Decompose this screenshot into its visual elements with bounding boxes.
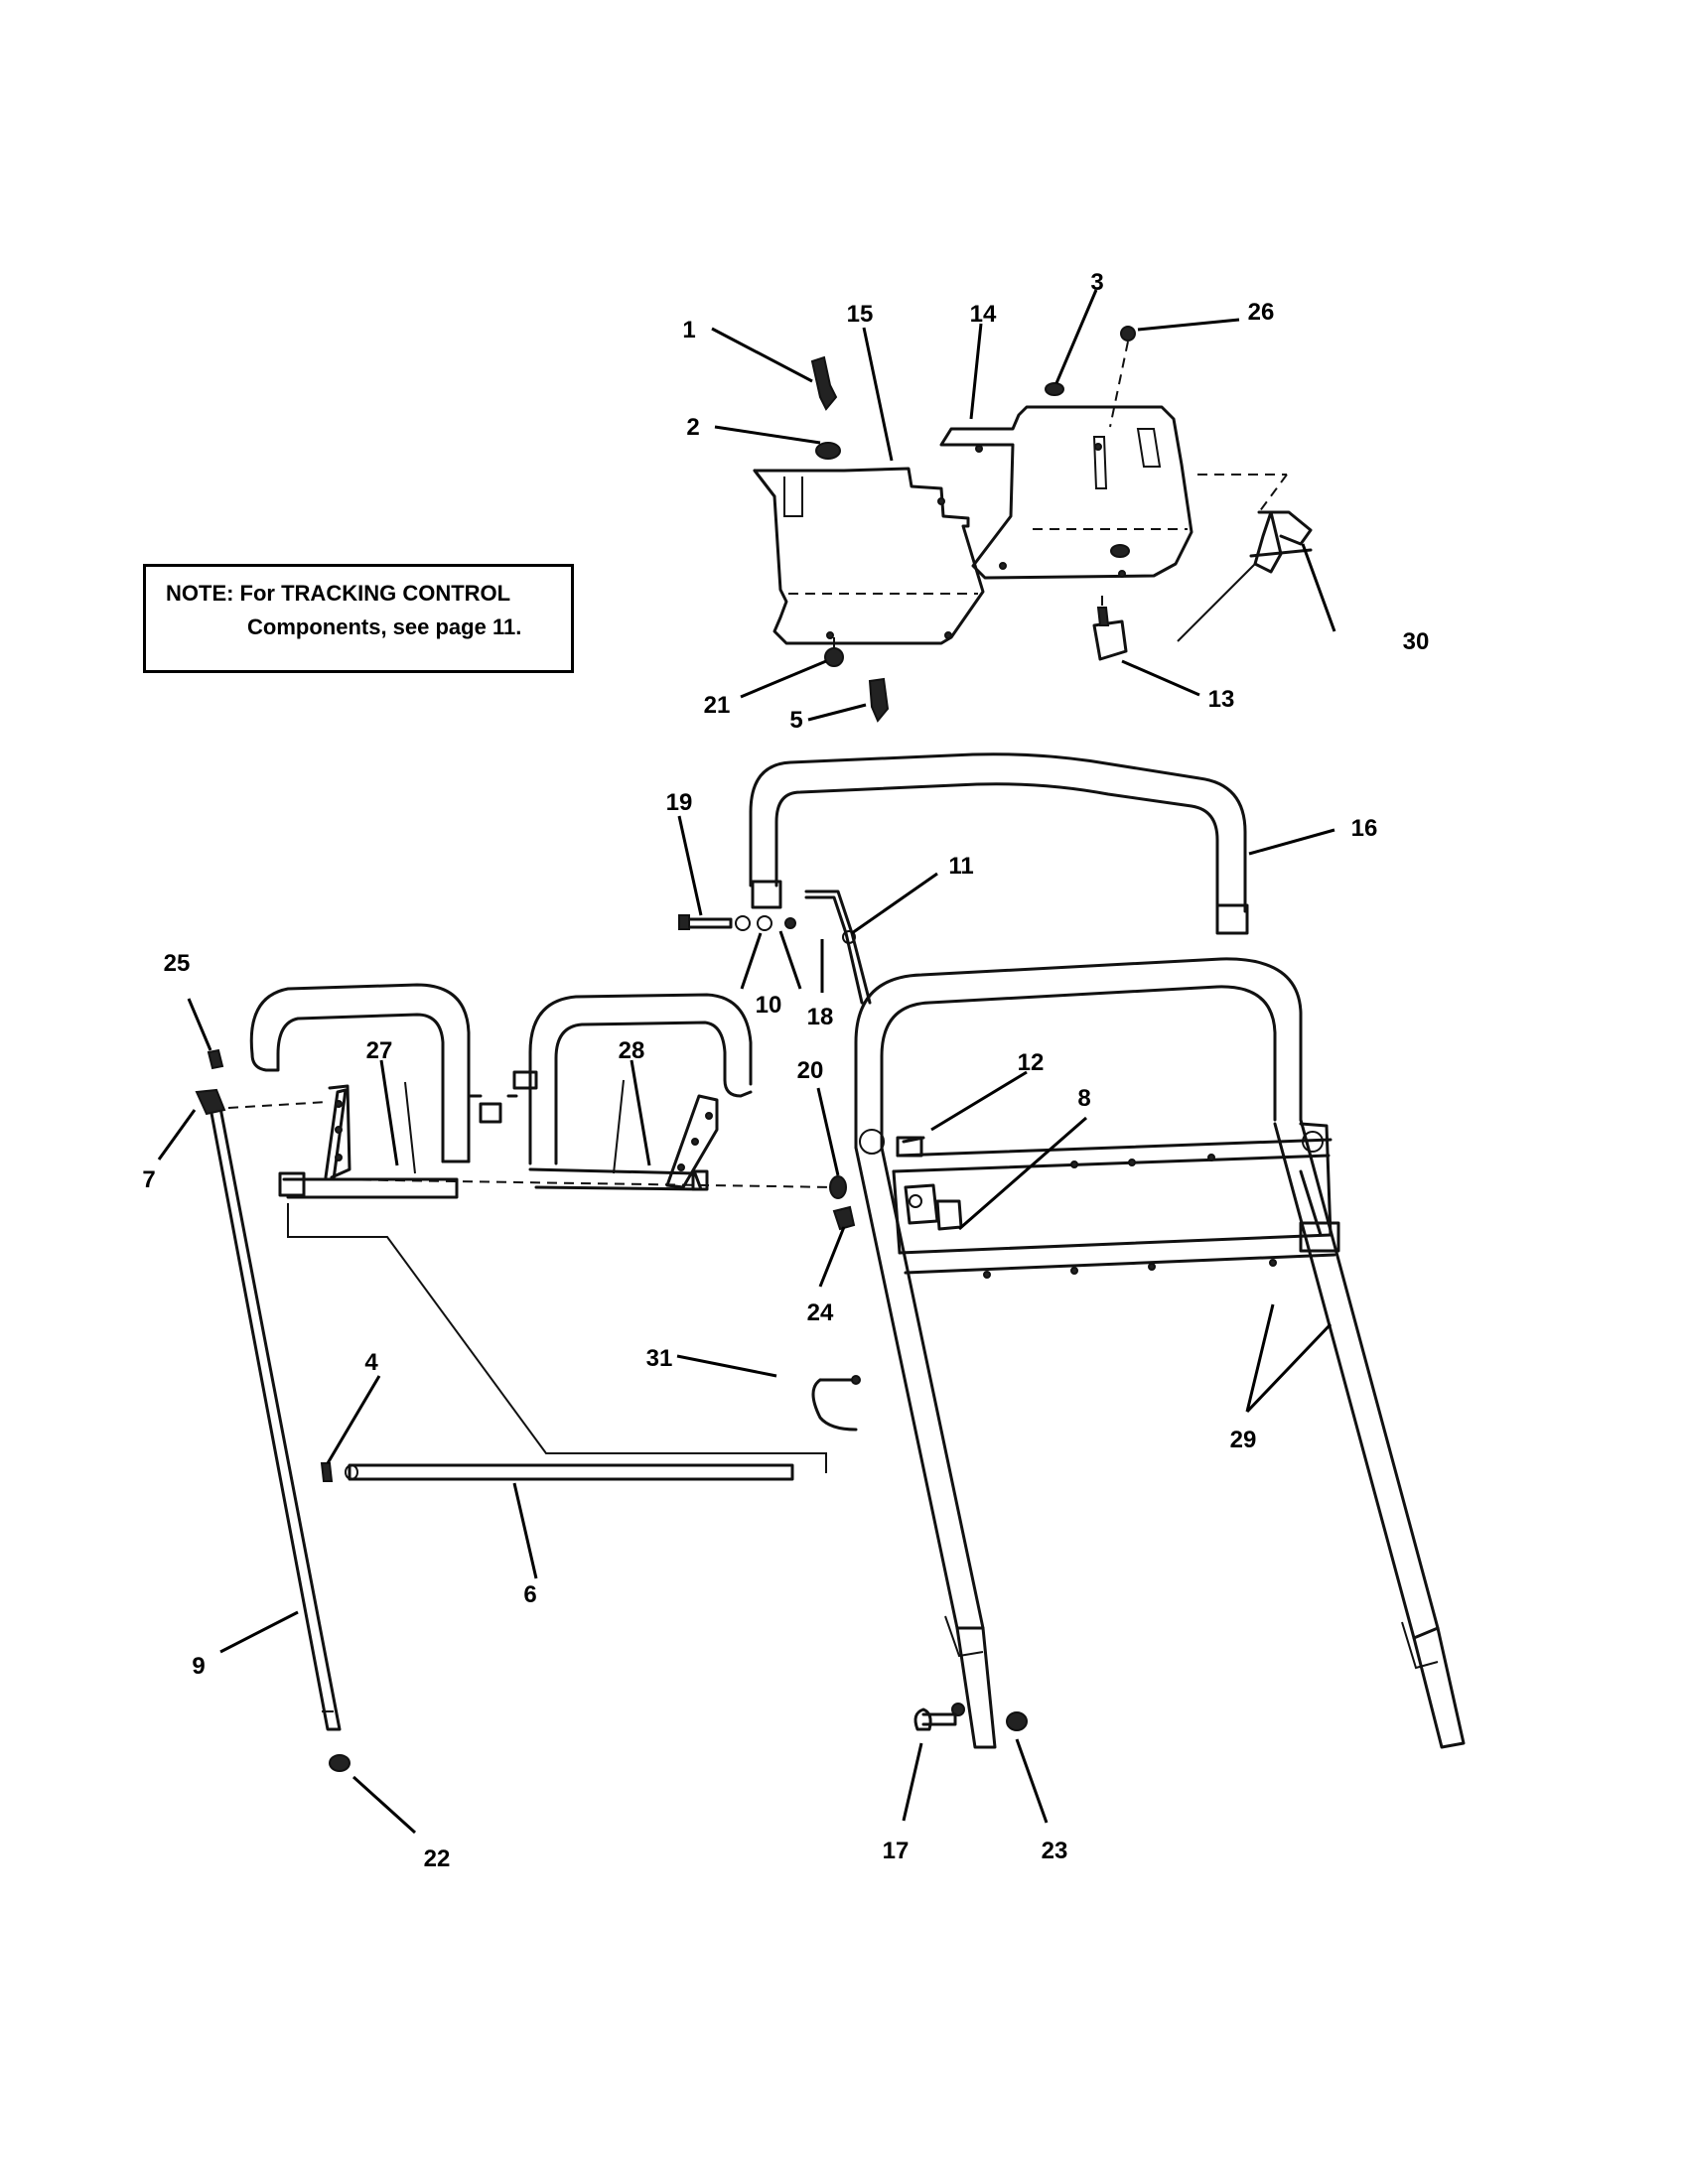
callout-4: 4	[364, 1349, 378, 1376]
cross-rod	[320, 1462, 794, 1482]
callout-5: 5	[789, 707, 802, 734]
right-handle-bracket	[469, 993, 753, 1191]
callout-6: 6	[523, 1581, 536, 1608]
callout-2: 2	[686, 414, 699, 441]
callout-13: 13	[1208, 686, 1235, 713]
callout-21: 21	[704, 692, 731, 719]
callout-labels: 1 2 3 4 5 6 7 8 9 10 11 12 13 14 15 16 1…	[142, 269, 1429, 1872]
small-hardware	[810, 326, 1136, 723]
toggle-switch	[1092, 596, 1128, 661]
lower-handle	[854, 957, 1466, 1749]
fitting-24	[832, 1205, 856, 1231]
callout-23: 23	[1042, 1838, 1068, 1864]
callout-17: 17	[883, 1838, 910, 1864]
cable-clip	[811, 1378, 858, 1432]
cable-clip-end	[851, 1375, 861, 1385]
callout-30: 30	[1403, 628, 1430, 655]
assembly-line-upper	[227, 1101, 329, 1109]
callout-27: 27	[366, 1037, 393, 1064]
callout-19: 19	[666, 789, 693, 816]
callout-1: 1	[682, 317, 695, 343]
pivot-hardware	[678, 889, 872, 1005]
callout-10: 10	[756, 992, 782, 1019]
callout-11: 11	[948, 853, 973, 880]
callout-24: 24	[807, 1299, 834, 1326]
note-line-2: Components, see page 11.	[247, 614, 522, 639]
callout-26: 26	[1248, 299, 1275, 326]
left-control-panel	[753, 467, 985, 645]
callout-31: 31	[646, 1345, 673, 1372]
callout-12: 12	[1018, 1049, 1045, 1076]
washer-20	[829, 1175, 847, 1199]
latch-assembly	[904, 1183, 963, 1231]
callout-15: 15	[847, 301, 874, 328]
callout-29: 29	[1230, 1427, 1257, 1453]
callout-18: 18	[807, 1004, 834, 1030]
note-line-1: NOTE: For TRACKING CONTROL	[166, 581, 511, 606]
callout-28: 28	[619, 1037, 645, 1064]
note-box: NOTE: For TRACKING CONTROL Components, s…	[143, 564, 574, 673]
vertical-rod	[195, 1048, 351, 1772]
leader-lines	[157, 289, 1336, 1835]
callout-3: 3	[1090, 269, 1103, 296]
callout-8: 8	[1077, 1085, 1090, 1112]
left-handle-bracket	[249, 983, 471, 1199]
callout-22: 22	[424, 1845, 451, 1872]
callout-9: 9	[192, 1653, 205, 1680]
callout-14: 14	[970, 301, 997, 328]
callout-20: 20	[797, 1057, 824, 1084]
assembly-line-middle	[327, 1178, 837, 1188]
callout-7: 7	[142, 1166, 155, 1193]
callout-25: 25	[164, 950, 191, 977]
right-control-panel	[939, 405, 1193, 580]
assembly-line-lower	[287, 1203, 827, 1473]
upper-bail	[749, 752, 1249, 935]
callout-16: 16	[1351, 815, 1378, 842]
handle-bolt-and-nut	[913, 1707, 1028, 1731]
control-lever-assembly	[1177, 474, 1313, 642]
